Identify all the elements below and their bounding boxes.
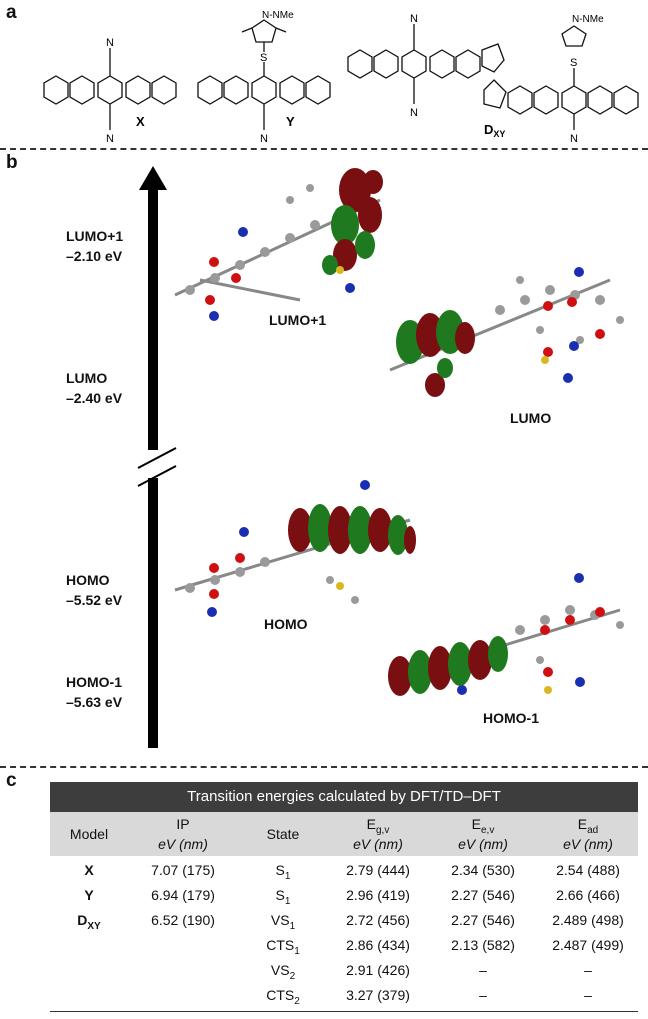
energy-value: –5.52 eV [66,592,123,608]
header-eev-unit: eV (nm) [458,836,508,852]
panel-label-b: b [6,152,18,173]
molecule-x [43,48,177,130]
energy-value: –5.63 eV [66,694,123,710]
cell-eev: 2.34 (530) [451,862,515,878]
cell-model: DXY [77,912,101,932]
dxy-sulfonyl: S [570,57,577,69]
cell-eev: 2.13 (582) [451,937,515,953]
cell-egv: 2.91 (426) [346,962,410,978]
orbital-label-lumo: LUMO [510,410,552,426]
cell-eev: 2.27 (546) [451,912,515,928]
cell-egv: 2.86 (434) [346,937,410,953]
x-cn-bottom: N [106,133,114,145]
cell-state: CTS2 [266,987,300,1007]
header-state: State [266,826,300,842]
header-ip-unit: eV (nm) [158,836,208,852]
table-header: Model IP eV (nm) State Eg,v eV (nm) Ee,v… [50,812,638,856]
orbital-lumo1 [174,168,383,321]
cell-ead: 2.487 (499) [552,937,624,953]
cell-state: VS1 [270,912,296,932]
energy-value: –2.40 eV [66,390,123,406]
header-eev: Ee,v [471,816,495,836]
separator-bottom [0,766,648,768]
energy-name: LUMO [66,370,108,386]
cell-egv: 2.96 (419) [346,887,410,903]
energy-name: HOMO-1 [66,674,122,690]
molecule-y-label: Y [286,114,295,129]
cell-ip: 6.94 (179) [151,887,215,903]
cell-ead: – [584,962,592,978]
dxy-pyrazole: N-NMe [572,14,604,25]
header-ead-unit: eV (nm) [563,836,613,852]
orbital-homo [174,480,416,617]
y-cn-bottom: N [260,133,268,145]
header-ip: IP [176,816,190,832]
panel-label-a: a [6,2,17,23]
cell-eev: – [479,987,487,1003]
energy-name: HOMO [66,572,110,588]
cell-ead: 2.66 (466) [556,887,620,903]
cell-egv: 2.72 (456) [346,912,410,928]
header-model: Model [69,826,109,842]
panel-label-c: c [6,770,17,791]
dxy-cn-right: N [570,133,578,145]
cell-egv: 2.79 (444) [346,862,410,878]
header-ead: Ead [577,816,599,836]
orbital-homo-1 [388,573,624,696]
orbital-label-homo: HOMO [264,616,308,632]
header-egv: Eg,v [366,816,390,836]
dxy-cn-bottom: N [410,107,418,119]
energy-label-homo: HOMO –5.52 eV [66,570,122,610]
dxy-cn-top: N [410,13,418,25]
cell-model: X [84,862,94,878]
molecule-x-label: X [136,114,145,129]
cell-ead: 2.489 (498) [552,912,624,928]
cell-state: S1 [275,862,291,882]
orbital-lumo [389,267,624,397]
separator-top [0,148,648,150]
orbital-label-homo-1: HOMO-1 [483,710,539,726]
transition-energies-table: Transition energies calculated by DFT/TD… [50,782,638,1014]
molecule-dxy [347,24,639,130]
energy-name: LUMO+1 [66,228,124,244]
cell-ip: 6.52 (190) [151,912,215,928]
cell-state: CTS1 [266,937,300,957]
cell-egv: 3.27 (379) [346,987,410,1003]
y-pyrazole: N-NMe [262,10,294,21]
cell-ead: 2.54 (488) [556,862,620,878]
energy-value: –2.10 eV [66,248,123,264]
orbital-label-lumo1: LUMO+1 [269,312,327,328]
cell-ead: – [584,987,592,1003]
cell-eev: – [479,962,487,978]
cell-eev: 2.27 (546) [451,887,515,903]
cell-ip: 7.07 (175) [151,862,215,878]
cell-state: S1 [275,887,291,907]
x-cn-top: N [106,37,114,49]
cell-model: Y [84,887,94,903]
chemical-structures: N N X S N-NMe N Y N N [43,10,639,145]
table-bottom-rule [50,1011,638,1012]
energy-label-homo-1: HOMO-1 –5.63 eV [66,672,122,712]
cell-state: VS2 [270,962,296,982]
energy-label-lumo: LUMO –2.40 eV [66,368,122,408]
energy-label-lumo1: LUMO+1 –2.10 eV [66,226,123,266]
molecule-y [197,19,331,130]
molecule-dxy-label: DXY [484,122,505,139]
y-sulfonyl: S [260,52,267,64]
header-egv-unit: eV (nm) [353,836,403,852]
table-title: Transition energies calculated by DFT/TD… [50,782,638,812]
